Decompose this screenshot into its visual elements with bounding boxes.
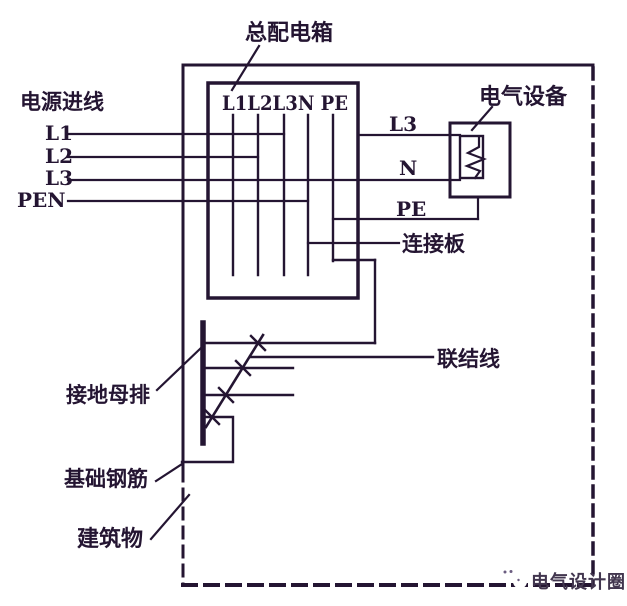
resistor-zigzag-icon — [464, 135, 488, 180]
watermark-text: 电气设计圈 — [531, 571, 626, 593]
bus-header-label: L1L2L3N PE — [222, 91, 348, 115]
supply-pen-label: PEN — [17, 188, 66, 212]
foundation-rebar-label: 基础钢筋 — [64, 466, 148, 491]
building-leader-line — [149, 493, 191, 541]
watermark-icon-dot-1 — [503, 570, 507, 574]
watermark-icon-dot-2 — [509, 570, 513, 573]
distribution-box-enclosure — [206, 81, 360, 300]
electrical-equipment: 电气设备 — [448, 84, 568, 199]
bond-cross-mark-1 — [249, 334, 267, 352]
bonding-wire-label: 联结线 — [437, 346, 500, 371]
earthing-and-bonding: 联结线 接地母排 基础钢筋 建筑物 — [64, 320, 500, 552]
output-pe-label: PE — [396, 197, 426, 221]
supply-title-label: 电源进线 — [20, 89, 104, 114]
distribution-box-label: 总配电箱 — [245, 20, 333, 46]
output-l3-label: L3 — [389, 112, 417, 136]
output-n-label: N — [399, 156, 417, 180]
connection-plate-label: 连接板 — [402, 231, 466, 256]
supply-l3-label: L3 — [45, 166, 73, 190]
equipment-label: 电气设备 — [479, 84, 568, 110]
bond-cross-mark-4 — [203, 408, 221, 426]
equipment-case — [448, 121, 512, 199]
supply-incoming: 电源进线 L1 L2 L3 PEN — [17, 89, 462, 212]
equipment-leader-line — [470, 105, 494, 132]
building-outline — [181, 63, 595, 587]
main-distribution-box: 总配电箱 L1L2L3N PE — [206, 20, 360, 300]
foundation-rebar-leader-line — [154, 462, 184, 483]
bonding-diagonal-conductor — [204, 333, 265, 429]
watermark-icon-dot-3 — [517, 578, 520, 582]
bond-cross-mark-2 — [234, 359, 252, 377]
earthing-busbar-label: 接地母排 — [66, 382, 150, 407]
equipment-load-element — [458, 134, 485, 180]
watermark: 电气设计圈 — [499, 565, 626, 593]
watermark-bubble-icon — [499, 565, 518, 583]
watermark-bubble-small-icon — [513, 574, 527, 589]
earthing-busbar-leader-line — [155, 345, 204, 392]
building-label: 建筑物 — [77, 526, 143, 552]
bond-cross-mark-3 — [217, 386, 235, 404]
foundation-rebar-loop — [180, 415, 235, 464]
outgoing-circuit: L3 N PE 连接板 — [306, 112, 480, 345]
